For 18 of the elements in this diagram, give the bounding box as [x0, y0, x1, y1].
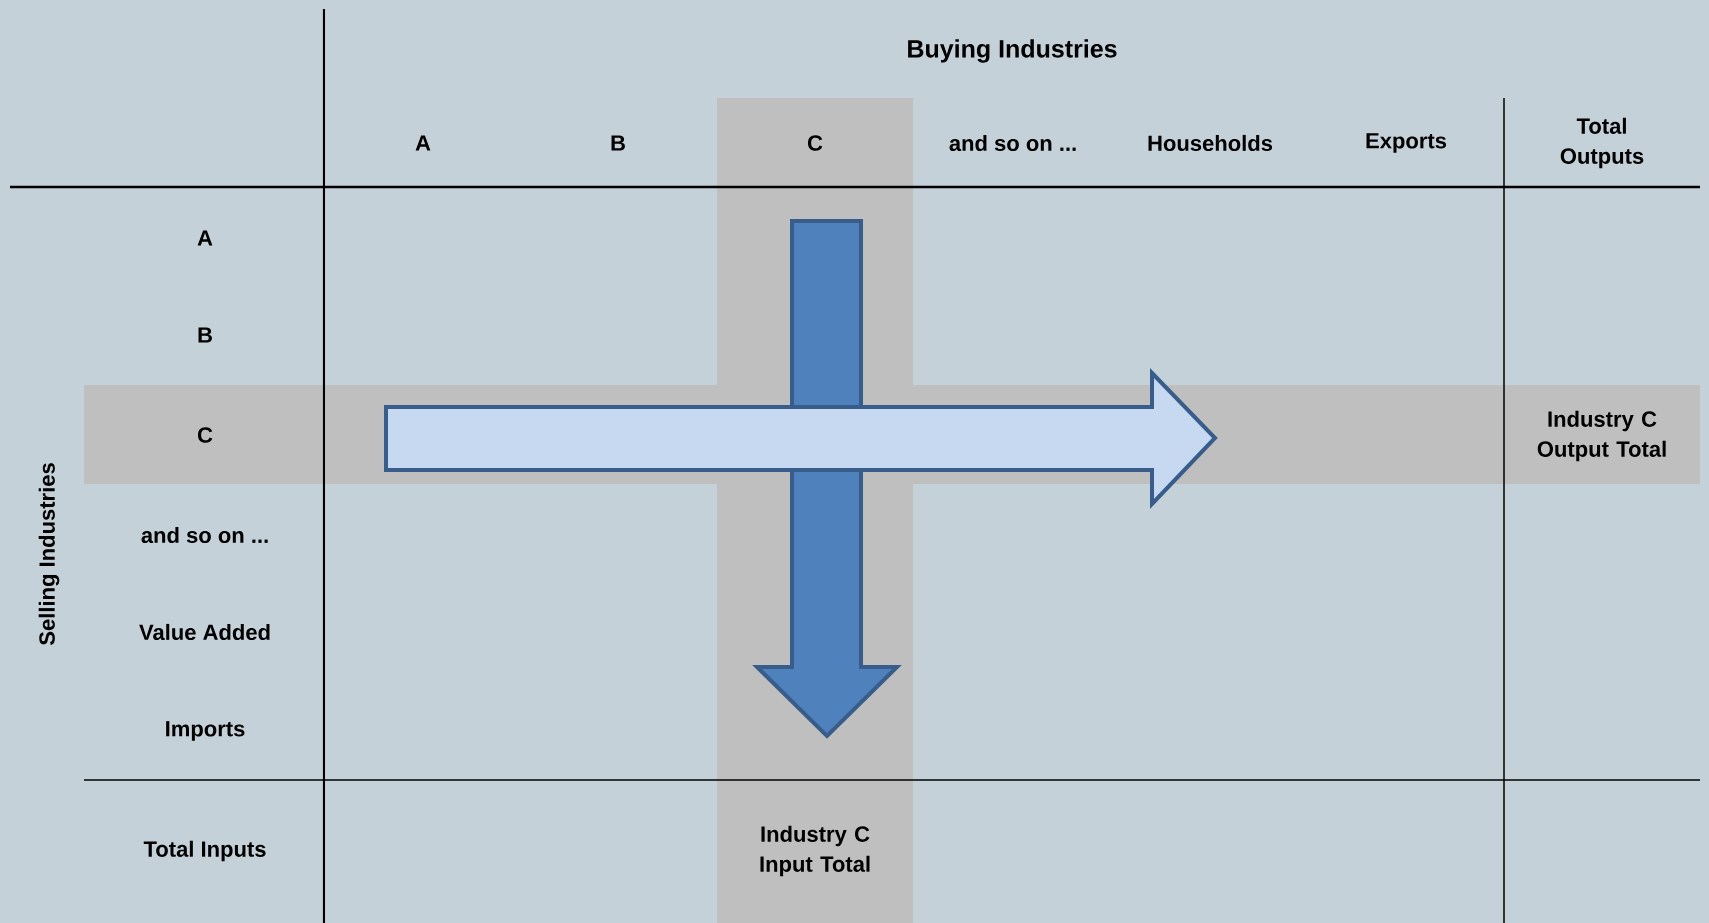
column-header: Households: [1148, 134, 1273, 152]
axis-title: Selling Industries: [38, 463, 60, 646]
column-header: B: [611, 135, 625, 151]
row-header: C: [198, 427, 213, 443]
cell-text: Industry C Input Total: [760, 825, 870, 877]
column-header: A: [415, 135, 431, 151]
row-header: Imports: [166, 721, 245, 741]
table-title: Buying Industries: [908, 39, 1117, 63]
row-header: Value Added: [139, 623, 270, 641]
row-header: A: [197, 230, 213, 246]
column-header: Exports: [1366, 133, 1447, 153]
column-header: C: [807, 135, 823, 151]
row-header: B: [198, 327, 212, 343]
row-header: Total Inputs: [143, 840, 266, 862]
cell-text: Industry C Output Total: [1537, 410, 1666, 462]
row-header: and so on ...: [141, 526, 268, 544]
column-header: Total Outputs: [1560, 117, 1644, 169]
column-header: and so on ...: [949, 134, 1076, 152]
